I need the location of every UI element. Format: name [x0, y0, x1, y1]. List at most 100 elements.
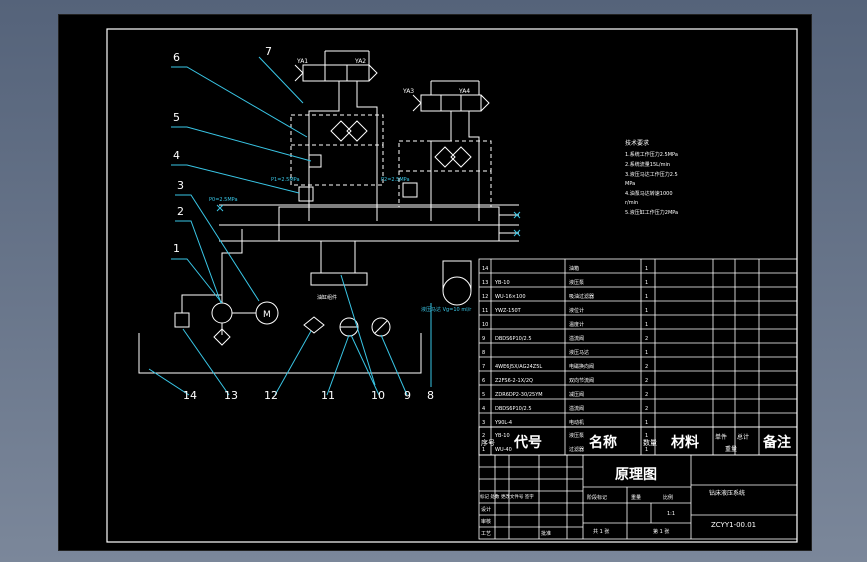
tech-req-title: 技术要求: [625, 139, 649, 147]
leader-7: [258, 56, 304, 104]
oil-tank: [138, 333, 422, 374]
tech-req-line-1: 1.系统工作压力2.5MPa: [625, 151, 678, 158]
dir-valve-left-a: [302, 64, 326, 82]
bom-code: Y90L-4: [494, 420, 512, 426]
title-block: 原理图 钻床液压系统 ZCYY1-00.01 阶段标记 重量 比例 1:1 共 …: [480, 467, 756, 537]
bom-qty: 1: [645, 294, 648, 300]
valve-code-2: YA2: [354, 58, 366, 65]
bom-rows: 14 油箱 1 13 YB-10 液压泵 1 12 WU-16×100 吸油过滤…: [482, 265, 648, 453]
callout-14: 14: [183, 389, 197, 402]
motor-label: M: [263, 310, 271, 320]
bom-name: 溢流阀: [569, 405, 584, 412]
bom-header-total-wt: 总计: [737, 433, 749, 441]
manifold-lines: [219, 204, 519, 242]
cylinder-label: 油缸组件: [317, 294, 337, 301]
bom-qty: 2: [645, 378, 648, 384]
bom-header-name: 名称: [589, 434, 617, 451]
callout-1: 1: [173, 242, 180, 255]
suction-filter: [303, 316, 325, 334]
right-pressure: P2=2.5MPa: [381, 177, 410, 183]
callout-4: 4: [173, 149, 180, 162]
bom-code: ZDR6DP2-30/25YM: [495, 392, 543, 398]
leader-6: [171, 66, 308, 138]
bom-no: 6: [482, 378, 485, 384]
dir-valve-right-a: [420, 94, 442, 112]
bom-name: 双向节流阀: [569, 377, 594, 384]
callout-9: 9: [404, 389, 411, 402]
relief-valve-pump: [174, 312, 190, 328]
bom-code: YB-10: [494, 433, 510, 439]
bom-no: 3: [482, 420, 485, 426]
project-name: 钻床液压系统: [709, 489, 745, 497]
dir-valve-right-b: [440, 94, 462, 112]
bom-no: 4: [482, 406, 485, 412]
sheet-total: 共 1 张: [593, 528, 609, 535]
callout-numbers: 1 2 3 4 5 6 7 8 9 10 11 12 13 14: [173, 45, 434, 402]
bom-name: 液压马达: [569, 349, 589, 356]
dir-valve-left-c: [346, 64, 370, 82]
bom-code: WU-16×100: [495, 294, 526, 300]
bom-qty: 1: [645, 308, 648, 314]
leader-1: [171, 258, 223, 304]
tech-requirements: 技术要求 1.系统工作压力2.5MPa 2.系统流量15L/min 3.液压马达…: [625, 139, 678, 216]
motor-note: 液压马达 Vg=10 ml/r: [421, 306, 472, 313]
bom-name: 电动机: [569, 419, 584, 426]
bom-qty: 2: [645, 364, 648, 370]
scale-value: 1:1: [667, 511, 675, 517]
bom-no: 5: [482, 392, 485, 398]
filter-symbol: [213, 328, 231, 346]
bom-no: 1: [482, 447, 485, 453]
leader-5: [171, 126, 312, 162]
approve-label: 批准: [541, 530, 551, 537]
bom-qty: 2: [645, 406, 648, 412]
revision-header: 标记 处数 更改文件号 签字: [480, 493, 534, 500]
hydraulic-motor: [442, 276, 472, 306]
bom-name: 电磁换向阀: [569, 363, 594, 370]
scale-label: 比例: [663, 494, 673, 501]
bom-name: 溢流阀: [569, 335, 584, 342]
reducing-valve-left: [308, 154, 322, 168]
bom-grid: [478, 258, 798, 456]
bom-qty: 1: [645, 322, 648, 328]
pump-pressure: P0=2.5MPa: [209, 197, 238, 203]
bom-no: 8: [482, 350, 485, 356]
leader-12: [274, 330, 312, 396]
throttle-valve-left: [330, 120, 368, 142]
cylinder-body: [310, 272, 368, 286]
bom-name: 温度计: [569, 321, 584, 328]
bom-header-material: 材料: [671, 434, 699, 451]
tech-req-line-5: 4.油泵马达转速1000: [625, 190, 673, 197]
leader-4: [171, 164, 300, 194]
designer-label: 设计: [481, 506, 491, 513]
reducing-block-right: [398, 170, 492, 208]
stage-label: 阶段标记: [587, 494, 607, 501]
reducing-block-left: [290, 144, 384, 186]
bom-name: 油箱: [569, 265, 579, 272]
bom-header-code: 代号: [513, 434, 542, 451]
callout-leaders: [148, 56, 521, 396]
bom-qty: 1: [645, 420, 648, 426]
drawing-name: 原理图: [615, 467, 657, 483]
bom-header-weight: 重量: [725, 445, 737, 453]
sheet-number: 第 1 张: [653, 528, 669, 535]
bom-no: 10: [482, 322, 488, 328]
callout-8: 8: [427, 389, 434, 402]
bom-code: YB-10: [494, 280, 510, 286]
bom-header-unit-wt: 单件: [715, 433, 727, 441]
leader-13: [182, 328, 230, 396]
tech-req-line-2: 2.系统流量15L/min: [625, 161, 670, 168]
bom-name: 液压泵: [569, 279, 584, 286]
leader-11: [326, 334, 350, 396]
bom-qty: 1: [645, 447, 648, 453]
callout-11: 11: [321, 389, 335, 402]
throttle-valve-right: [434, 146, 472, 168]
title-block-grid: [478, 454, 798, 540]
relief-valve-left: [298, 186, 314, 202]
leader-14: [148, 368, 190, 396]
callout-12: 12: [264, 389, 278, 402]
pump-symbol: [211, 302, 233, 324]
dir-valve-right-c: [460, 94, 482, 112]
bom-no: 14: [482, 266, 488, 272]
bom-name: 过滤器: [569, 446, 584, 453]
drawing-sheet: 1 2 3 4 5 6 7 8 9 10 11 12 13 14 YA1 YA2…: [58, 14, 812, 551]
